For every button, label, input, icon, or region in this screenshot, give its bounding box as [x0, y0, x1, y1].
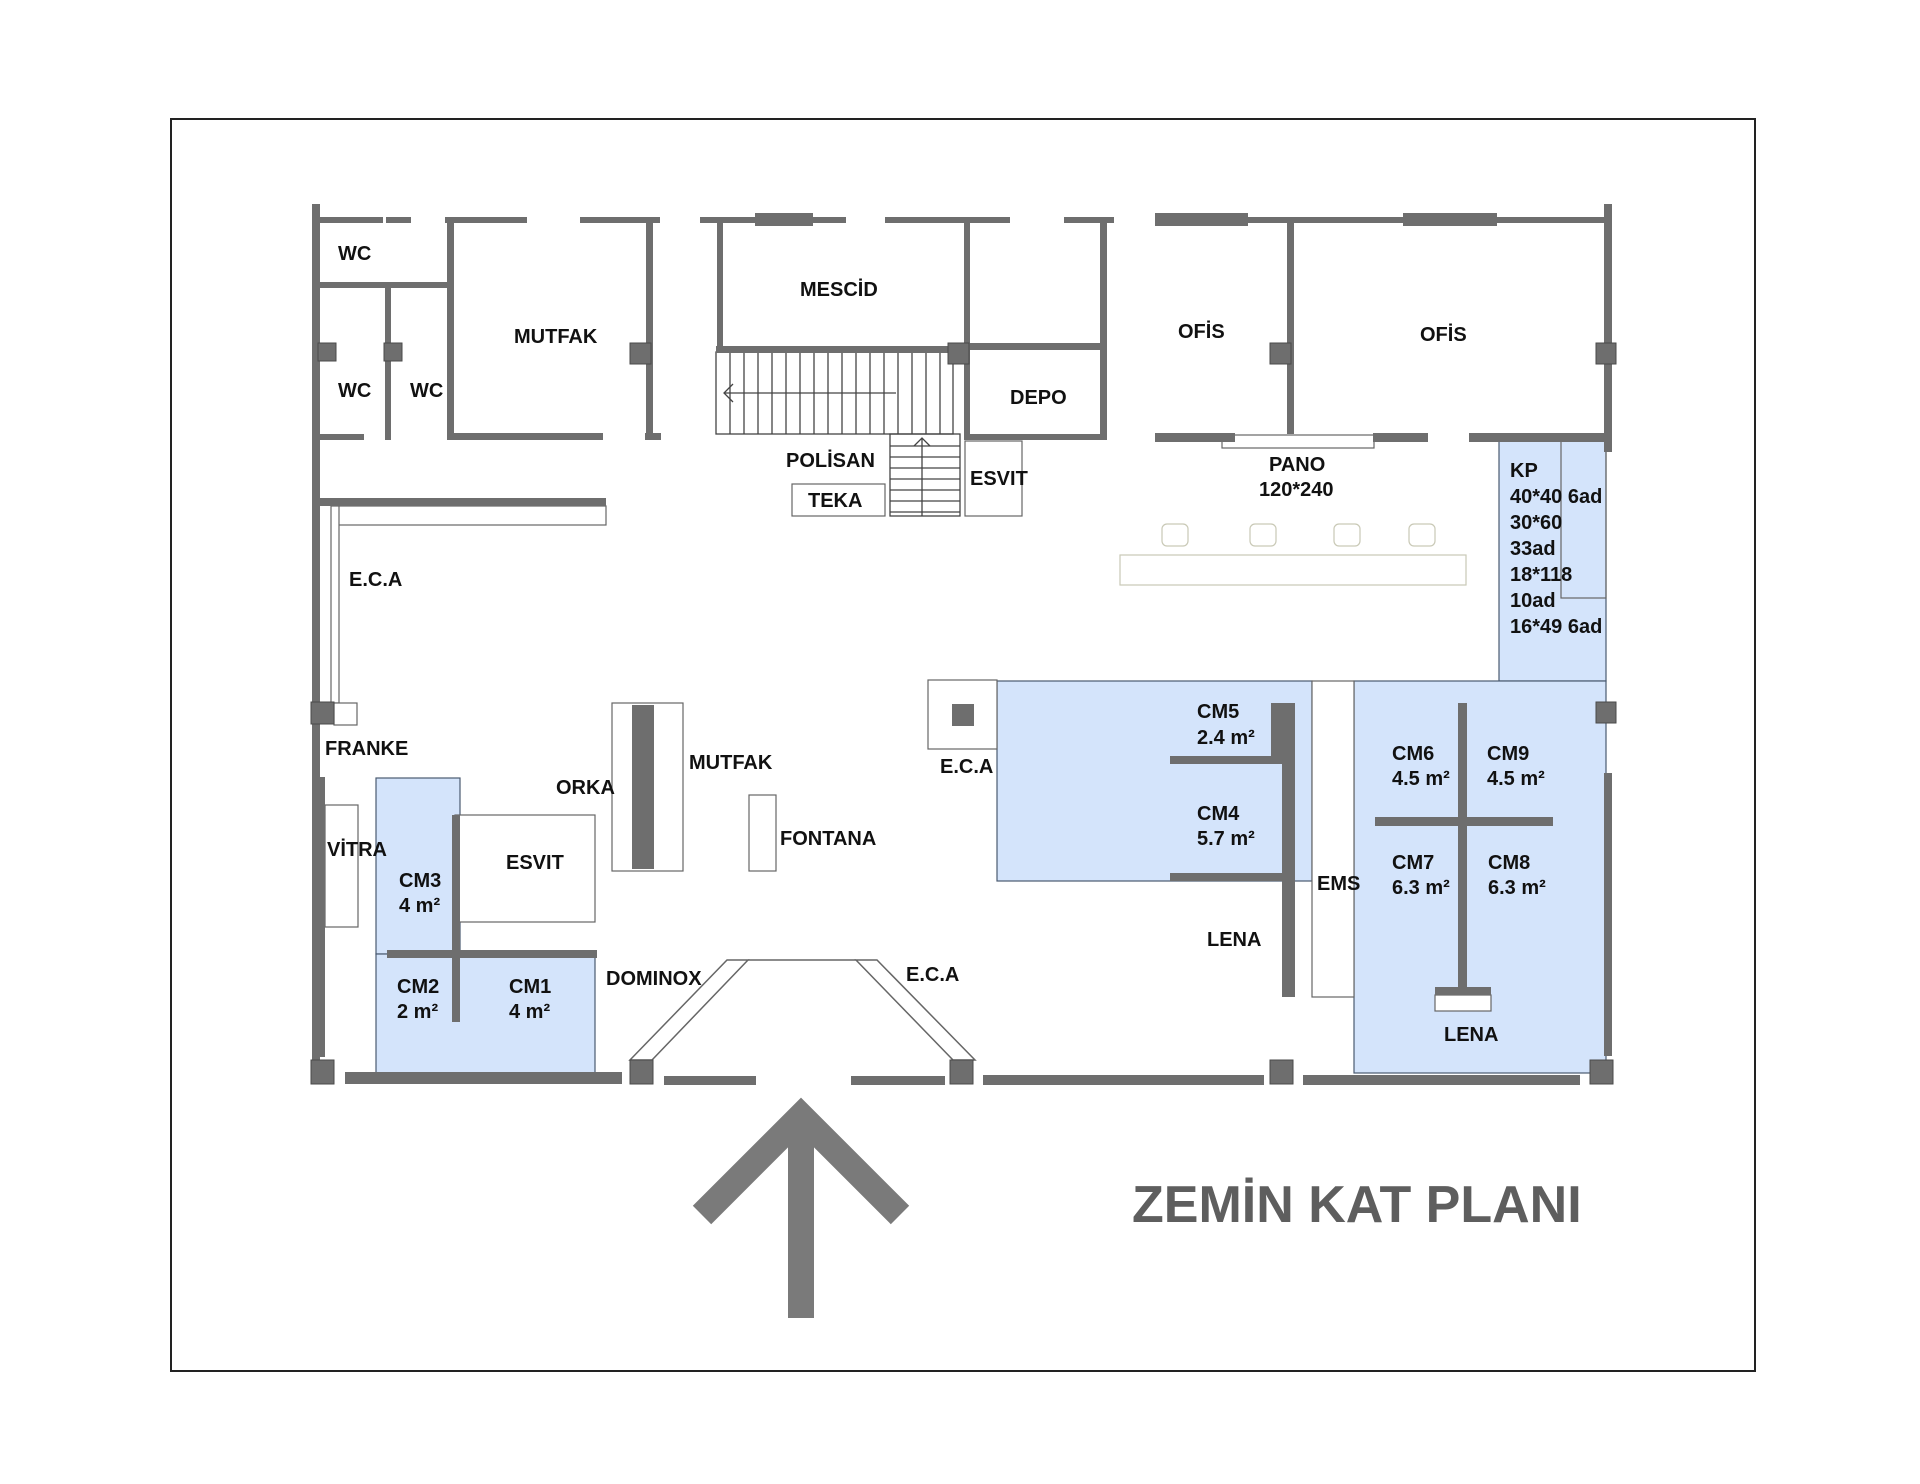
kp-line: 33ad	[1510, 538, 1556, 560]
stand-cm2-name: CM2	[397, 976, 439, 998]
label-pano-size: 120*240	[1259, 479, 1334, 501]
stand-cm8-name: CM8	[1488, 852, 1530, 874]
label-dominox: DOMINOX	[606, 968, 702, 990]
lena-base-right	[1434, 994, 1492, 1012]
eca-wall-strip	[330, 505, 340, 704]
room-mutfak-top: MUTFAK	[514, 326, 598, 348]
stand-cm1-area: 4 m²	[509, 1001, 550, 1023]
kp-line: 40*40 6ad	[1510, 486, 1602, 508]
zone-kp	[1498, 440, 1607, 682]
stand-cm2-area: 2 m²	[397, 1001, 438, 1023]
label-pano: PANO	[1269, 454, 1325, 476]
fontana-unit	[748, 794, 777, 872]
label-teka: TEKA	[808, 490, 862, 512]
room-ofis-right: OFİS	[1420, 323, 1467, 346]
label-lena-right: LENA	[1444, 1024, 1498, 1046]
stand-cm5-area: 2.4 m²	[1197, 727, 1255, 749]
stand-labels: CM1 4 m² CM2 2 m² CM3 4 m² CM4 5.7 m² CM…	[397, 701, 1546, 1023]
teka-box	[791, 483, 886, 517]
pano-board	[1221, 434, 1375, 449]
label-eca-left: E.C.A	[349, 569, 402, 591]
label-mutfak-center: MUTFAK	[689, 752, 773, 774]
stand-cm8-area: 6.3 m²	[1488, 877, 1546, 899]
label-vitra: VİTRA	[327, 838, 387, 861]
room-labels: WC WC WC MUTFAK MESCİD DEPO OFİS OFİS	[338, 243, 1467, 409]
kp-line: 18*118	[1510, 564, 1572, 586]
franke-unit	[333, 702, 358, 726]
esvit-counter	[454, 814, 596, 923]
label-esvit-bottom: ESVIT	[506, 852, 564, 874]
stand-cm7-area: 6.3 m²	[1392, 877, 1450, 899]
esvit-top-box	[964, 440, 1023, 517]
kp-line: 16*49 6ad	[1510, 616, 1602, 638]
columns	[310, 342, 1617, 1085]
vitra-unit	[324, 804, 359, 928]
stand-cm9-area: 4.5 m²	[1487, 768, 1545, 790]
label-eca-bottom: E.C.A	[906, 964, 959, 986]
fixtures	[324, 434, 1607, 1012]
stand-cm3-name: CM3	[399, 870, 441, 892]
room-mescid: MESCİD	[800, 278, 878, 301]
eca-counter-left	[333, 505, 607, 526]
room-depo: DEPO	[1010, 387, 1067, 409]
stand-cm4-area: 5.7 m²	[1197, 828, 1255, 850]
room-wc-left: WC	[338, 380, 371, 402]
walls	[312, 204, 1612, 1085]
stand-cm9-name: CM9	[1487, 743, 1529, 765]
label-eca-right: E.C.A	[940, 756, 993, 778]
label-esvit-top: ESVIT	[970, 468, 1028, 490]
label-lena-center: LENA	[1207, 929, 1261, 951]
kp-line: KP	[1510, 460, 1538, 482]
label-ems: EMS	[1317, 873, 1360, 895]
label-fontana: FONTANA	[780, 828, 876, 850]
zone-cm1-cm2	[375, 953, 596, 1074]
zone-cm4-cm5	[996, 680, 1313, 882]
label-polisan: POLİSAN	[786, 449, 875, 472]
kp-line: 30*60	[1510, 512, 1562, 534]
ems-panel	[1311, 680, 1355, 998]
label-franke: FRANKE	[325, 738, 408, 760]
entrance-arrow-icon	[692, 1097, 910, 1318]
brand-labels: POLİSAN TEKA ESVIT PANO 120*240 E.C.A FR…	[325, 449, 1498, 1046]
stand-cm4-name: CM4	[1197, 803, 1240, 825]
stand-cm3-area: 4 m²	[399, 895, 440, 917]
room-wc-right: WC	[410, 380, 443, 402]
plan-title: ZEMİN KAT PLANI	[1132, 1176, 1582, 1234]
seating-row	[1119, 523, 1467, 586]
kp-line: 10ad	[1510, 590, 1556, 612]
room-wc-top: WC	[338, 243, 371, 265]
stand-cm7-name: CM7	[1392, 852, 1434, 874]
stand-zones	[375, 440, 1607, 1074]
room-ofis-left: OFİS	[1178, 320, 1225, 343]
stand-cm6-area: 4.5 m²	[1392, 768, 1450, 790]
label-orka: ORKA	[556, 777, 615, 799]
stand-cm5-name: CM5	[1197, 701, 1239, 723]
stand-cm1-name: CM1	[509, 976, 551, 998]
stand-cm6-name: CM6	[1392, 743, 1434, 765]
kp-spec: KP 40*40 6ad 30*60 33ad 18*118 10ad 16*4…	[1510, 460, 1602, 638]
zone-cm3	[375, 777, 461, 955]
